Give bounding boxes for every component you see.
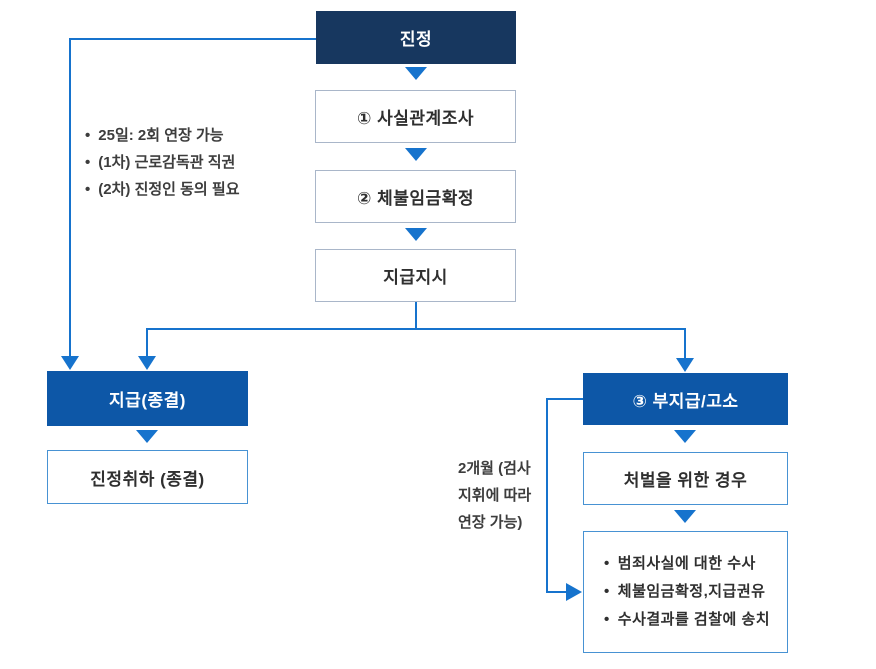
- list-item: 체불임금확정,지급권유: [604, 578, 770, 606]
- flow-node-withdrawal-closed: 진정취하 (종결): [47, 450, 248, 504]
- arrow-down-icon: [676, 358, 694, 372]
- arrow-down-icon: [405, 148, 427, 161]
- list-item: 범죄사실에 대한 수사: [604, 550, 770, 578]
- arrow-down-icon: [405, 67, 427, 80]
- arrow-right-icon: [566, 583, 582, 601]
- list-item: (2차) 진정인 동의 필요: [85, 176, 305, 203]
- investigation-bullet-list: 범죄사실에 대한 수사 체불임금확정,지급권유 수사결과를 검찰에 송치: [604, 550, 770, 634]
- connector-loop-top: [546, 398, 583, 400]
- connector-branch-horizontal: [146, 328, 686, 330]
- arrow-down-icon: [405, 228, 427, 241]
- flow-node-investigation-list: 범죄사실에 대한 수사 체불임금확정,지급권유 수사결과를 검찰에 송치: [583, 531, 788, 653]
- connector-loop-bottom: [546, 591, 566, 593]
- note-line: 지휘에 따라: [458, 487, 532, 504]
- flow-node-punishment-case: 처벌을 위한 경우: [583, 452, 788, 505]
- list-item: 수사결과를 검찰에 송치: [604, 606, 770, 634]
- connector-branch-right-drop: [684, 330, 686, 358]
- note-line: 연장 가능): [458, 514, 523, 531]
- flow-node-unpaid-wage-confirmation: ② 체불임금확정: [315, 170, 516, 223]
- arrow-down-icon: [674, 510, 696, 523]
- flow-node-payment-closed: 지급(종결): [47, 371, 248, 426]
- arrow-down-icon: [61, 356, 79, 370]
- note-two-month-extension: 2개월 (검사 지휘에 따라 연장 가능): [458, 455, 578, 536]
- flow-node-fact-investigation: ① 사실관계조사: [315, 90, 516, 143]
- connector-loop-vertical: [546, 398, 548, 592]
- arrow-down-icon: [674, 430, 696, 443]
- flow-node-nonpayment-accusation: ③ 부지급/고소: [583, 373, 788, 425]
- flow-node-payment-order: 지급지시: [315, 249, 516, 302]
- connector-branch-left-drop: [146, 330, 148, 356]
- arrow-down-icon: [138, 356, 156, 370]
- note-line: 2개월 (검사: [458, 460, 531, 477]
- connector-step3-stub: [415, 301, 417, 329]
- connector-left-vertical: [69, 38, 71, 357]
- connector-start-to-left: [69, 38, 316, 40]
- note-extension-rules: 25일: 2회 연장 가능 (1차) 근로감독관 직권 (2차) 진정인 동의 …: [85, 122, 305, 203]
- list-item: (1차) 근로감독관 직권: [85, 149, 305, 176]
- flow-node-start: 진정: [316, 11, 516, 64]
- arrow-down-icon: [136, 430, 158, 443]
- list-item: 25일: 2회 연장 가능: [85, 122, 305, 149]
